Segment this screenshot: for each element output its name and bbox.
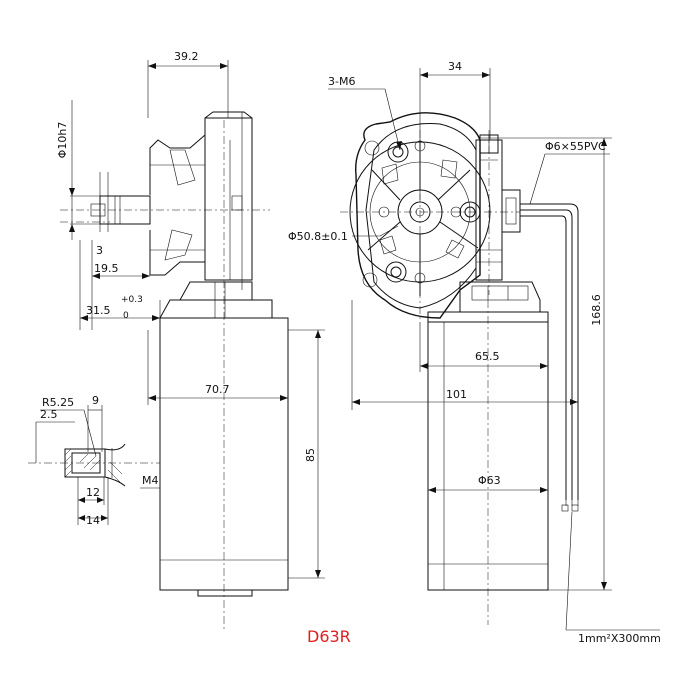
dim-101: 101 bbox=[446, 388, 467, 401]
dim-tol-upper: +0.3 bbox=[121, 295, 143, 305]
label-3-M6: 3-M6 bbox=[328, 75, 355, 88]
dim-phi-63: Φ63 bbox=[478, 474, 501, 487]
dim-shaft-dia: Φ10h7 bbox=[56, 122, 69, 159]
label-wire-spec: 1mm²X300mm bbox=[578, 632, 661, 645]
front-cable-gland bbox=[475, 130, 521, 295]
dim-2-5: 2.5 bbox=[40, 408, 58, 421]
dim-pcd: Φ50.8±0.1 bbox=[288, 230, 348, 243]
dim-19-5: 19.5 bbox=[94, 262, 119, 275]
shaft-detail: R5.25 2.5 9 12 14 bbox=[28, 394, 160, 527]
dim-168-6: 168.6 bbox=[590, 294, 603, 326]
dim-R5-25: R5.25 bbox=[42, 396, 74, 409]
front-cable bbox=[520, 203, 579, 512]
dim-39-2: 39.2 bbox=[174, 50, 199, 63]
side-view: 39.2 bbox=[56, 50, 325, 630]
side-output-shaft bbox=[60, 195, 270, 225]
front-view: 34 3-M6 bbox=[288, 60, 661, 645]
model-label: D63R bbox=[307, 627, 351, 646]
dim-flat-3: 3 bbox=[96, 244, 103, 257]
label-cable-spec: Φ6×55PVC bbox=[545, 140, 606, 153]
dim-14: 14 bbox=[86, 514, 100, 527]
dim-M4: M4 bbox=[142, 474, 159, 487]
dim-65-5: 65.5 bbox=[475, 350, 500, 363]
dim-9: 9 bbox=[92, 394, 99, 407]
dim-tol-lower: 0 bbox=[123, 311, 129, 321]
dim-31-5: 31.5 bbox=[86, 304, 111, 317]
dim-12: 12 bbox=[86, 486, 100, 499]
front-motor-body bbox=[427, 300, 549, 625]
front-flange bbox=[340, 112, 520, 320]
dim-70-7: 70.7 bbox=[205, 383, 230, 396]
dim-85: 85 bbox=[304, 448, 317, 462]
side-motor-body bbox=[159, 120, 289, 630]
dim-34: 34 bbox=[448, 60, 462, 73]
side-gearbox bbox=[149, 111, 273, 319]
